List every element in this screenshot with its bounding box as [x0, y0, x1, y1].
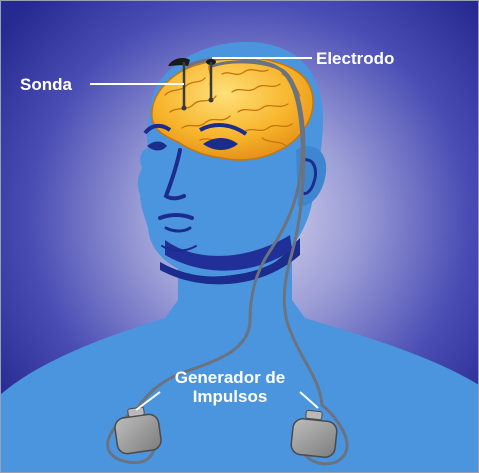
- electrode-label: Electrodo: [316, 49, 394, 68]
- generator-label-line1: Generador de: [175, 368, 286, 387]
- probe-label: Sonda: [20, 75, 72, 94]
- generator-label-line2: Impulsos: [193, 387, 268, 406]
